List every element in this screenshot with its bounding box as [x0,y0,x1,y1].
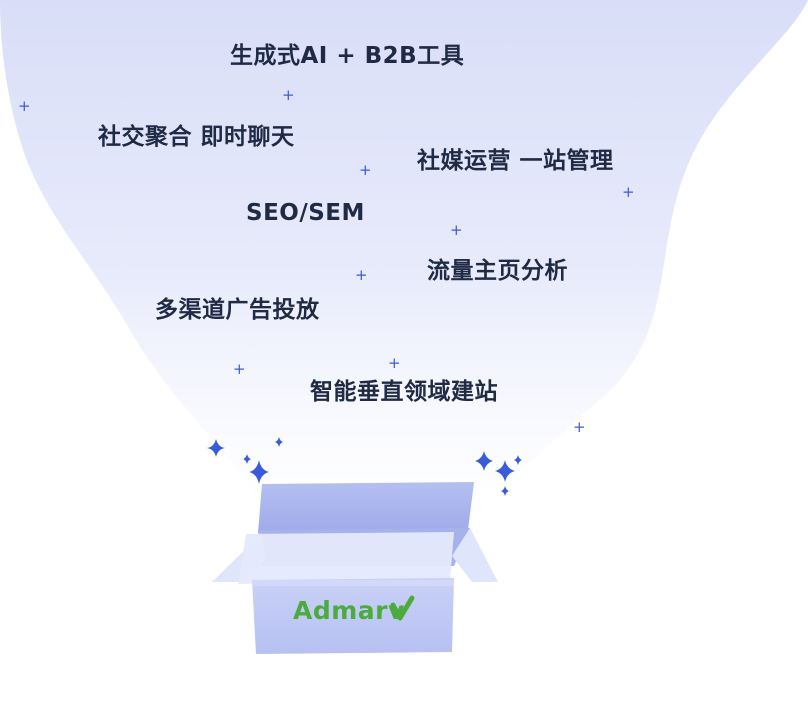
box-back-lid [258,482,474,533]
plus-icon: + [573,418,586,436]
box-front [252,578,454,654]
box-front-lid [238,532,454,584]
plus-icon: + [233,360,246,378]
plus-icon: + [18,97,31,115]
plus-icon: + [282,86,295,104]
feature-multichannel-ads: 多渠道广告投放 [155,297,320,323]
feature-social-media-ops: 社媒运营 一站管理 [417,148,614,174]
brand-logo: Admarv [293,596,405,625]
sparkle-icon [207,437,522,496]
plus-icon: + [355,266,368,284]
plus-icon: + [450,221,463,239]
feature-traffic-analysis: 流量主页分析 [427,258,568,284]
feature-seo-sem: SEO/SEM [246,200,365,226]
light-beam [0,0,808,505]
plus-icon: + [622,183,635,201]
plus-icon: + [388,354,401,372]
feature-social-aggregation: 社交聚合 即时聊天 [98,124,295,150]
feature-generative-ai: 生成式AI + B2B工具 [230,43,465,69]
brand-check-icon [390,595,415,621]
plus-icon: + [359,161,372,179]
feature-smart-site-builder: 智能垂直领域建站 [310,379,498,405]
box-right-flap [452,528,498,582]
